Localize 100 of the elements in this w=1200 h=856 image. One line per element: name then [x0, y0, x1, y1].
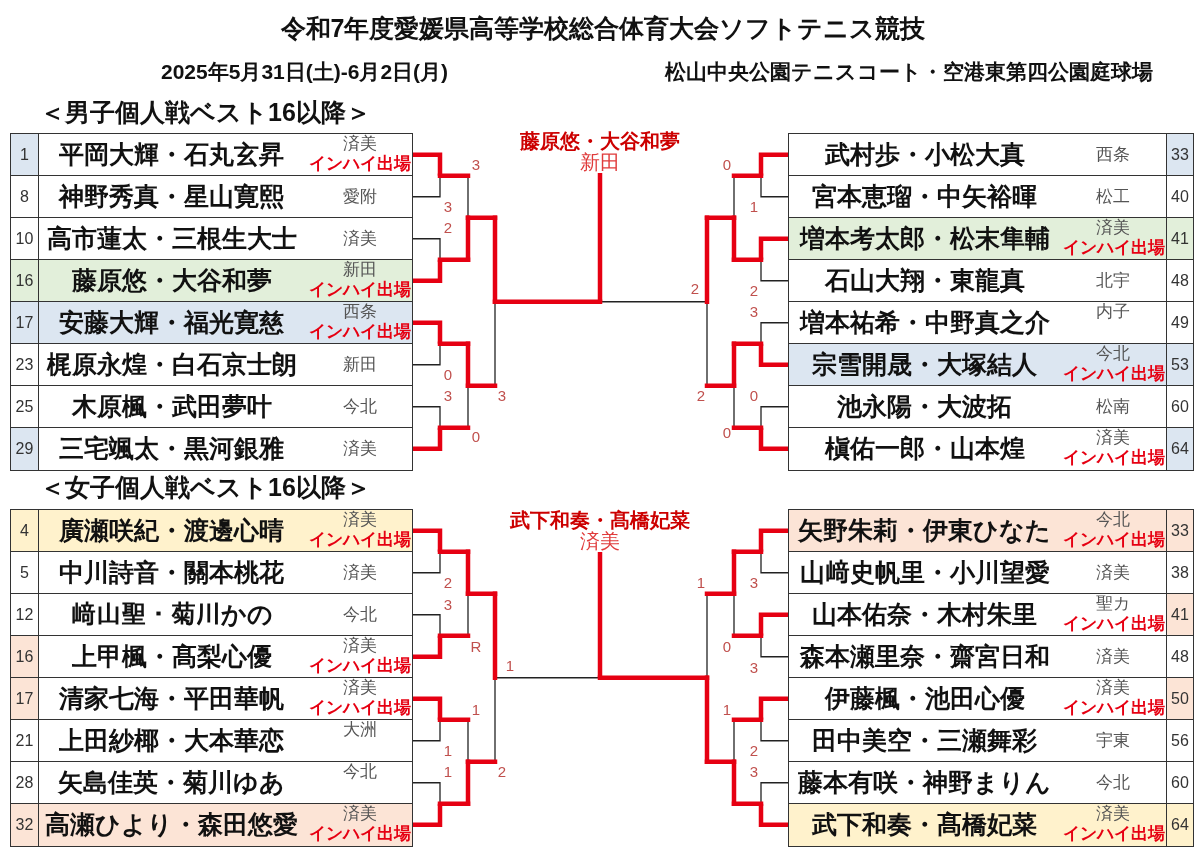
player-names: 武下和奏・髙橋妃菜 [812, 811, 1037, 839]
school-name: 内子 [1095, 302, 1130, 321]
qualification-note: インハイ出場 [1062, 824, 1165, 842]
player-names: 平岡大輝・石丸玄昇 [59, 141, 284, 169]
school-name: 大洲 [342, 720, 377, 739]
player-names: 高瀬ひより・森田悠愛 [45, 811, 298, 839]
table-row [788, 803, 1194, 847]
bracket-line [437, 633, 471, 638]
player-names: 神野秀真・星山寛熙 [59, 183, 284, 211]
bracket-line [758, 528, 788, 552]
school-name: 新田 [342, 355, 377, 374]
score: 2 [497, 764, 507, 780]
player-names: 安藤大輝・福光寛慈 [59, 309, 284, 337]
score: 2 [749, 743, 759, 759]
bracket-line [412, 343, 441, 366]
bracket-line [465, 383, 498, 388]
score: 3 [749, 575, 759, 591]
school-name: 松南 [1095, 397, 1130, 416]
player-names: 矢野朱莉・伊東ひなた [798, 517, 1051, 545]
school-name: 済美 [1095, 678, 1130, 697]
table-row [788, 343, 1194, 387]
qualification-note: インハイ出場 [1062, 698, 1165, 716]
player-names: 高市蓮太・三根生大士 [46, 225, 297, 253]
school-name: 北宇 [1095, 271, 1130, 290]
table-row [10, 509, 413, 553]
school-name: 新田 [342, 260, 377, 279]
bracket-line [733, 593, 735, 637]
player-names: 中川詩音・關本桃花 [59, 559, 284, 587]
table-row [10, 761, 413, 805]
seed-number: 33 [1166, 134, 1193, 176]
school-name: 済美 [342, 134, 377, 153]
bracket-line [437, 717, 471, 722]
qualification-note: インハイ出場 [309, 154, 411, 172]
bracket-line [760, 406, 789, 429]
bracket-line [467, 593, 469, 637]
section-heading: ＜女子個人戦ベスト16以降＞ [40, 473, 371, 501]
score: 2 [690, 281, 700, 297]
bracket-line [706, 301, 708, 387]
table-row [788, 301, 1194, 345]
bracket-line [731, 173, 764, 178]
score: 2 [696, 388, 706, 404]
bracket-line [413, 635, 443, 659]
table-row [10, 175, 413, 219]
seed-number: 50 [1166, 678, 1193, 720]
bracket-line [758, 803, 788, 827]
bracket-line [599, 301, 708, 303]
school-name: 松工 [1095, 187, 1130, 206]
table-row [788, 259, 1194, 303]
bracket-line [731, 633, 764, 638]
score: 3 [497, 388, 507, 404]
score: 3 [443, 388, 453, 404]
bracket-line [758, 343, 788, 367]
score: 0 [722, 425, 732, 441]
title: 令和7年度愛媛県高等学校総合体育大会ソフトテニス競技 [280, 13, 926, 43]
player-names: 伊藤楓・池田心優 [824, 685, 1025, 713]
school-name: 済美 [342, 636, 377, 655]
school-name: 今北 [342, 762, 377, 781]
table-row [788, 551, 1194, 595]
winner-school: 新田 [580, 152, 620, 173]
winner-school: 済美 [580, 531, 620, 552]
school-name: 済美 [1095, 428, 1130, 447]
bracket-line [760, 175, 789, 198]
bracket-line [733, 175, 735, 219]
player-names: 森本瀬里奈・齋宮日和 [799, 643, 1050, 671]
table-row [788, 217, 1194, 261]
bracket-line [760, 782, 789, 805]
seed-number: 1 [11, 134, 39, 176]
table-row [10, 677, 413, 721]
bracket-line [413, 152, 443, 176]
player-names: 梶原永煌・白石京士朗 [46, 351, 297, 379]
table-row [10, 635, 413, 679]
qualification-note: インハイ出場 [309, 322, 411, 340]
player-names: 宮本恵瑠・中矢裕暉 [812, 183, 1037, 211]
table-row [788, 635, 1194, 679]
school-name: 済美 [342, 229, 377, 248]
bracket-line [412, 406, 441, 429]
seed-number: 41 [1166, 594, 1193, 636]
bracket-line [760, 719, 789, 742]
bracket-line [704, 591, 737, 596]
table-row [788, 761, 1194, 805]
table-row [10, 259, 413, 303]
player-names: 上甲楓・髙梨心優 [71, 643, 272, 671]
score: 3 [471, 157, 481, 173]
bracket-line [494, 677, 496, 763]
bracket-line [704, 383, 737, 388]
qualification-note: インハイ出場 [309, 656, 411, 674]
bracket-line [437, 173, 471, 178]
player-names: 山本佑奈・木村朱里 [812, 601, 1037, 629]
school-name: 済美 [342, 439, 377, 458]
bracket-line [467, 719, 469, 763]
qualification-note: インハイ出場 [1062, 238, 1165, 256]
table-row [788, 175, 1194, 219]
bracket-line [706, 593, 708, 679]
bracket-line [758, 612, 788, 636]
score: 1 [505, 658, 515, 674]
player-names: 藤本有咲・神野まりん [798, 769, 1051, 797]
score: 0 [722, 157, 732, 173]
score: 3 [749, 764, 759, 780]
table-row [788, 427, 1194, 471]
bracket-line [465, 759, 498, 764]
